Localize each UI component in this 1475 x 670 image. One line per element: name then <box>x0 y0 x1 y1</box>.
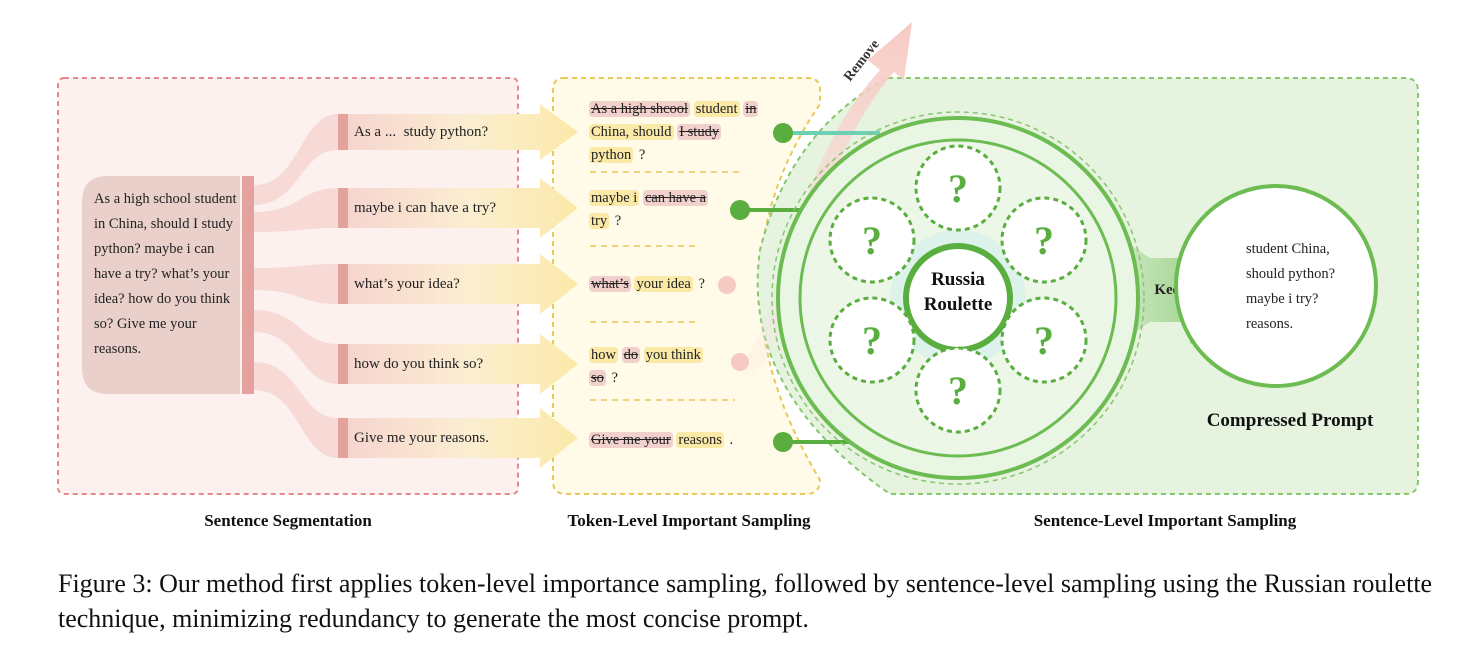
source-text-bubble <box>82 176 240 394</box>
token-drop: As a high shcool <box>589 101 691 117</box>
token-keep: how <box>589 347 618 363</box>
token-drop: I study <box>677 124 722 140</box>
token-row-2: maybe i can have a try ? <box>589 187 729 233</box>
chamber-upper-right <box>1000 196 1088 284</box>
token-keep: maybe i <box>589 190 640 206</box>
token-drop: can have a <box>642 190 709 206</box>
label-token-level: Token-Level Important Sampling <box>567 511 811 530</box>
compressed-prompt-circle <box>1174 184 1378 388</box>
chamber-lower-right <box>1000 296 1088 384</box>
chamber-bottom <box>914 346 1002 434</box>
token-row-3: what’s your idea ? <box>589 273 729 296</box>
sentence-3: what’s your idea? <box>354 276 460 292</box>
sentence-2: maybe i can have a try? <box>354 200 497 216</box>
token-node-4 <box>731 353 749 371</box>
question-mark-icon: ? <box>948 166 968 211</box>
compressed-prompt-title: Compressed Prompt <box>1207 410 1374 431</box>
token-plain: ? <box>611 370 618 386</box>
sentence-1: As a ... study python? <box>354 124 489 140</box>
compressed-prompt-text: student China, should python? maybe i tr… <box>1246 241 1336 332</box>
token-keep: China, should <box>589 124 674 140</box>
sentence-5: Give me your reasons. <box>354 430 489 446</box>
chamber-upper-left <box>828 196 916 284</box>
russia-roulette-wheel: Russia Roulette ? ? ? ? ? ? <box>771 111 1145 485</box>
question-mark-icon: ? <box>862 218 882 263</box>
token-row-4: how do you think so ? <box>589 344 719 390</box>
token-keep: reasons <box>676 432 724 448</box>
pipeline-diagram: Remove Keep Russia Roulette ? ? <box>57 22 1419 530</box>
question-mark-icon: ? <box>1034 218 1054 263</box>
token-keep: you think <box>643 347 703 363</box>
token-drop: Give me your <box>589 432 673 448</box>
token-row-5: Give me your reasons . <box>589 429 759 452</box>
token-plain: ? <box>698 276 705 292</box>
label-sentence-segmentation: Sentence Segmentation <box>204 511 372 530</box>
token-drop: so <box>589 370 606 386</box>
question-mark-icon: ? <box>948 368 968 413</box>
roulette-label-line1: Russia <box>931 269 985 290</box>
source-separator-bar <box>242 176 254 394</box>
token-node-3 <box>718 276 736 294</box>
question-mark-icon: ? <box>862 318 882 363</box>
roulette-label-line2: Roulette <box>924 294 993 315</box>
token-drop: do <box>621 347 641 363</box>
token-node-5 <box>773 432 793 452</box>
token-keep: try <box>589 213 610 229</box>
token-node-1 <box>773 123 793 143</box>
roulette-question-marks: ? ? ? ? ? ? <box>862 166 1054 413</box>
roulette-chambers <box>828 144 1088 434</box>
token-drop: in <box>743 101 759 117</box>
label-sentence-level: Sentence-Level Important Sampling <box>1034 511 1297 530</box>
token-row-separators <box>590 171 740 401</box>
segmentation-ribbons <box>254 114 338 458</box>
token-keep: python <box>589 147 634 163</box>
token-row-1: As a high shcool student in China, shoul… <box>589 98 759 167</box>
token-plain: ? <box>614 213 622 229</box>
chamber-lower-left <box>828 296 916 384</box>
token-keep: student <box>693 101 740 117</box>
token-plain: ? <box>638 147 646 163</box>
question-mark-icon: ? <box>1034 318 1054 363</box>
sentence-arrows <box>338 104 578 468</box>
token-drop: what’s <box>589 276 631 292</box>
figure-caption: Figure 3: Our method first applies token… <box>58 569 1433 633</box>
sentence-4: how do you think so? <box>354 356 484 372</box>
source-paragraph: As a high school student in China, shoul… <box>94 191 237 357</box>
token-plain: . <box>729 432 734 448</box>
token-node-2 <box>730 200 750 220</box>
token-keep: your idea <box>634 276 693 292</box>
chamber-top <box>914 144 1002 232</box>
